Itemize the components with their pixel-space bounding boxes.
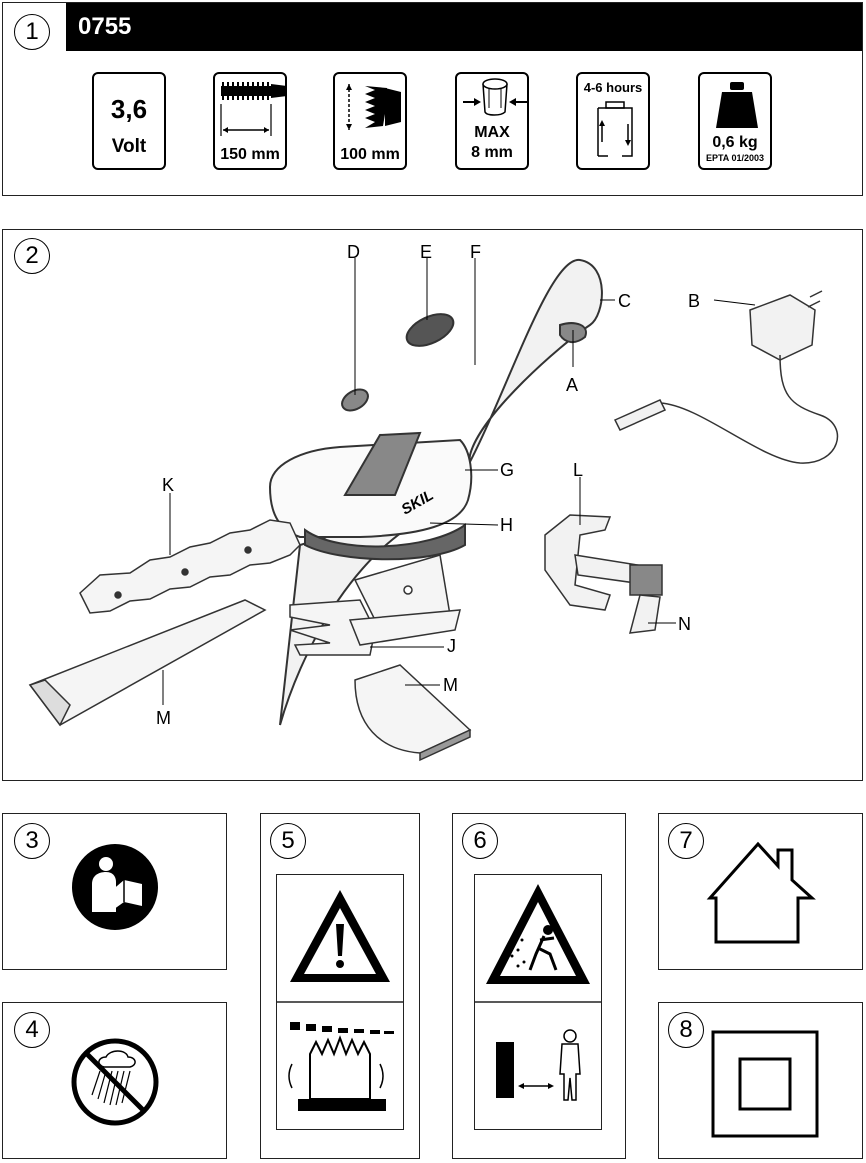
cut-capacity-value: 8 mm	[471, 144, 513, 161]
keep-distance-icon	[496, 1029, 581, 1101]
figure-number-7: 7	[668, 823, 704, 859]
label-J: J	[447, 636, 456, 656]
warning-triangle-icon	[290, 890, 390, 982]
voltage-value: 3,6	[110, 94, 148, 124]
charger	[613, 290, 839, 464]
charge-time: 4-6 hours	[583, 80, 643, 95]
telescopic-handle-adapter	[544, 514, 663, 634]
label-C: C	[618, 291, 631, 311]
spec-grass-blade: 100 mm	[333, 72, 407, 170]
tool-body	[268, 258, 603, 726]
parts-illustration: SKIL	[28, 258, 839, 762]
label-L: L	[573, 460, 584, 480]
label-E: E	[420, 242, 433, 262]
figure-number-5: 5	[270, 823, 306, 859]
grass-blade-icon	[346, 84, 401, 130]
label-F: F	[470, 242, 481, 262]
voltage-unit: Volt	[111, 136, 147, 157]
blade-guard-short	[354, 664, 472, 762]
weight-value: 0,6 kg	[712, 134, 758, 151]
blade-guard-long	[28, 599, 267, 727]
label-H: H	[500, 515, 513, 535]
flying-debris-warning-icon	[486, 884, 590, 984]
figure-number-6: 6	[462, 823, 498, 859]
figure-number-3: 3	[14, 823, 50, 859]
no-rain-icon	[71, 1038, 159, 1126]
cut-capacity-label: MAX	[474, 124, 510, 141]
blade-warning-graphic	[276, 890, 404, 1111]
figure-number-8: 8	[668, 1012, 704, 1048]
label-D: D	[347, 242, 360, 262]
spec-cut-capacity: MAX 8 mm	[455, 72, 529, 170]
label-K: K	[162, 475, 175, 495]
label-G: G	[500, 460, 515, 480]
house-icon	[706, 841, 816, 944]
blade-debris-icon	[288, 1022, 394, 1111]
label-B: B	[688, 291, 701, 311]
callout-lines	[162, 258, 756, 705]
distance-warning-graphic	[474, 884, 602, 1101]
label-A: A	[566, 375, 579, 395]
shrub-blade-icon	[220, 82, 287, 136]
figure-number-1: 1	[14, 14, 50, 50]
double-insulation-icon	[711, 1030, 819, 1138]
label-N: N	[678, 614, 691, 634]
shrub-blade	[79, 519, 301, 614]
spec-shrub-blade: 150 mm	[213, 72, 287, 170]
battery-charge-icon	[597, 101, 633, 157]
weight-standard: EPTA 01/2003	[705, 153, 765, 163]
model-header: 0755	[66, 3, 862, 51]
label-M-left: M	[156, 708, 171, 728]
branch-capacity-icon	[463, 78, 527, 116]
figure-number-4: 4	[14, 1012, 50, 1048]
figure-number-2: 2	[14, 238, 50, 274]
grass-blade-width: 100 mm	[340, 146, 400, 163]
grass-blade	[289, 554, 461, 656]
spec-voltage: 3,6 Volt	[92, 72, 166, 170]
weight-icon	[716, 82, 758, 128]
read-manual-icon	[72, 844, 158, 930]
spec-charge-time: 4-6 hours	[576, 72, 650, 170]
spec-weight: 0,6 kg EPTA 01/2003	[698, 72, 772, 170]
shrub-blade-length: 150 mm	[220, 146, 280, 163]
label-M-right: M	[443, 675, 458, 695]
